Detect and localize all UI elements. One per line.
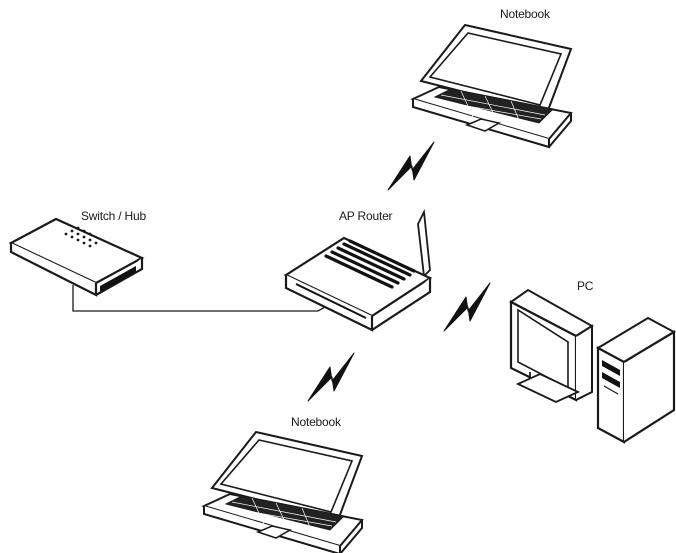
notebook-label: Notebook	[291, 415, 341, 429]
notebook-icon	[412, 24, 572, 148]
ap-router-icon	[283, 208, 433, 332]
wireless-signal-icon	[387, 141, 435, 191]
switch-hub-icon	[8, 217, 145, 297]
ap-router-label: AP Router	[339, 209, 393, 223]
notebook-label: Notebook	[500, 7, 550, 21]
pc-icon	[509, 288, 676, 444]
wireless-signal-icon	[443, 282, 491, 332]
switch-hub-label: Switch / Hub	[81, 209, 146, 223]
wireless-signal-icon	[307, 352, 355, 402]
pc-label: PC	[577, 279, 594, 293]
notebook-icon	[203, 431, 363, 553]
